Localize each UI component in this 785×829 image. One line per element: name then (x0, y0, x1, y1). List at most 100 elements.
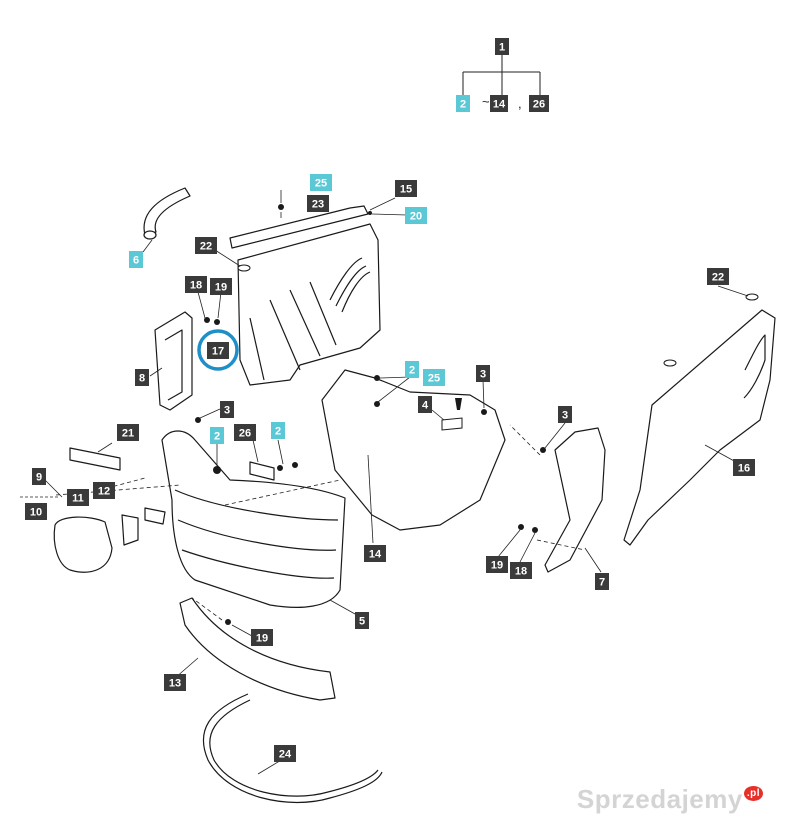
callout-c15-text: 15 (400, 184, 412, 196)
part-8-bracket-inner (164, 329, 183, 401)
part-13-spoiler (179, 597, 336, 701)
part-4-bracket (441, 417, 463, 431)
fastener (214, 319, 220, 325)
callout-c18a-box (185, 276, 207, 293)
callout-c14-box (364, 545, 386, 562)
part-5-grille-slats (174, 489, 339, 579)
callout-c2a: 2 (405, 361, 419, 378)
part-upper-rail (229, 205, 369, 249)
callout-c6: 6 (129, 251, 143, 268)
callout-c2a-text: 2 (409, 365, 415, 377)
fastener-bolt (455, 398, 462, 410)
fastener (540, 447, 546, 453)
callout-c19b: 19 (486, 556, 508, 573)
callout-c18b-text: 18 (515, 566, 527, 578)
fastener (225, 619, 231, 625)
callout-c9-box (32, 468, 46, 485)
fastener (277, 465, 283, 471)
callout-c8-box (135, 369, 149, 386)
fastener (532, 527, 538, 533)
callout-c2b-text: 2 (214, 431, 220, 443)
callout-c3a: 3 (220, 401, 234, 418)
callout-c2a-box (405, 361, 419, 378)
callout-c3a-box (220, 401, 234, 418)
callout-c18b: 18 (510, 562, 532, 579)
callout-c10: 10 (25, 503, 47, 520)
callout-c10-box (25, 503, 47, 520)
header-label-top: 1 (495, 38, 509, 55)
callout-c16-box (733, 459, 755, 476)
part-7-trim (544, 427, 606, 573)
part-outlines (53, 187, 776, 804)
fastener (213, 466, 221, 474)
part-10-lamp (53, 516, 113, 573)
range-sign: ~ (482, 94, 490, 109)
callout-c18b-box (510, 562, 532, 579)
callout-c22a-box (195, 237, 217, 254)
callout-c15-box (395, 180, 417, 197)
fastener (518, 524, 524, 530)
header-label-top-box (495, 38, 509, 55)
part-16-sidepanel-vent (743, 334, 766, 399)
header-label-14: 14 (490, 95, 508, 112)
callout-c19a-text: 19 (215, 282, 227, 294)
callout-c26-box (234, 424, 256, 441)
callout-c3c-box (558, 406, 572, 423)
callout-c13: 13 (164, 674, 186, 691)
callout-c5-box (355, 612, 369, 629)
fastener (374, 375, 380, 381)
callout-c4-text: 4 (422, 400, 429, 412)
fastener (195, 417, 201, 423)
watermark-text: Sprzedajemy (576, 784, 743, 814)
callout-c5: 5 (355, 612, 369, 629)
fastener (237, 264, 251, 272)
fastener (374, 401, 380, 407)
callout-c23: 23 (307, 195, 329, 212)
watermark-badge: .pl (743, 786, 763, 801)
part-24-seal (202, 693, 383, 804)
header-label-26-text: 26 (533, 99, 545, 111)
callout-c18a: 18 (185, 276, 207, 293)
callout-c5-text: 5 (359, 616, 365, 628)
callout-c12-text: 12 (98, 486, 110, 498)
callout-c19c-text: 19 (256, 633, 268, 645)
callout-c17: 17 (207, 342, 229, 359)
callout-c23-text: 23 (312, 199, 324, 211)
callout-c24-box (274, 745, 296, 762)
callout-c2b: 2 (210, 427, 224, 444)
fastener (663, 359, 677, 367)
callout-c19b-box (486, 556, 508, 573)
callout-c15: 15 (395, 180, 417, 197)
callout-c9-text: 9 (36, 472, 42, 484)
part-6-hose (143, 187, 191, 236)
callout-c25b: 25 (423, 369, 445, 386)
callout-c19c: 19 (251, 629, 273, 646)
part-inner-panel (237, 223, 381, 386)
callout-c7: 7 (595, 573, 609, 590)
callout-c21-text: 21 (122, 428, 134, 440)
part-5-grille (161, 430, 346, 608)
header-label-top-text: 1 (499, 42, 505, 54)
fastener (368, 211, 372, 215)
callout-c2c-box (271, 422, 285, 439)
leader-lines (20, 190, 749, 775)
callout-c14: 14 (364, 545, 386, 562)
callout-c18a-text: 18 (190, 280, 202, 292)
callout-c20: 20 (405, 207, 427, 224)
header-label-2-text: 2 (460, 99, 466, 111)
callout-c2b-box (210, 427, 224, 444)
callout-c3a-text: 3 (224, 405, 230, 417)
callout-c11-box (67, 489, 89, 506)
callout-c4: 4 (418, 396, 432, 413)
callout-c20-box (405, 207, 427, 224)
fastener (292, 462, 298, 468)
part-8-bracket (154, 311, 193, 411)
part-inner-panel-vent (329, 257, 371, 313)
callout-c17-text: 17 (212, 346, 224, 358)
header-label-26-box (529, 95, 549, 112)
callout-c10-text: 10 (30, 507, 42, 519)
separator: , (518, 96, 522, 111)
part-inner-panel-ribs (249, 281, 337, 381)
callout-c17-box (207, 342, 229, 359)
